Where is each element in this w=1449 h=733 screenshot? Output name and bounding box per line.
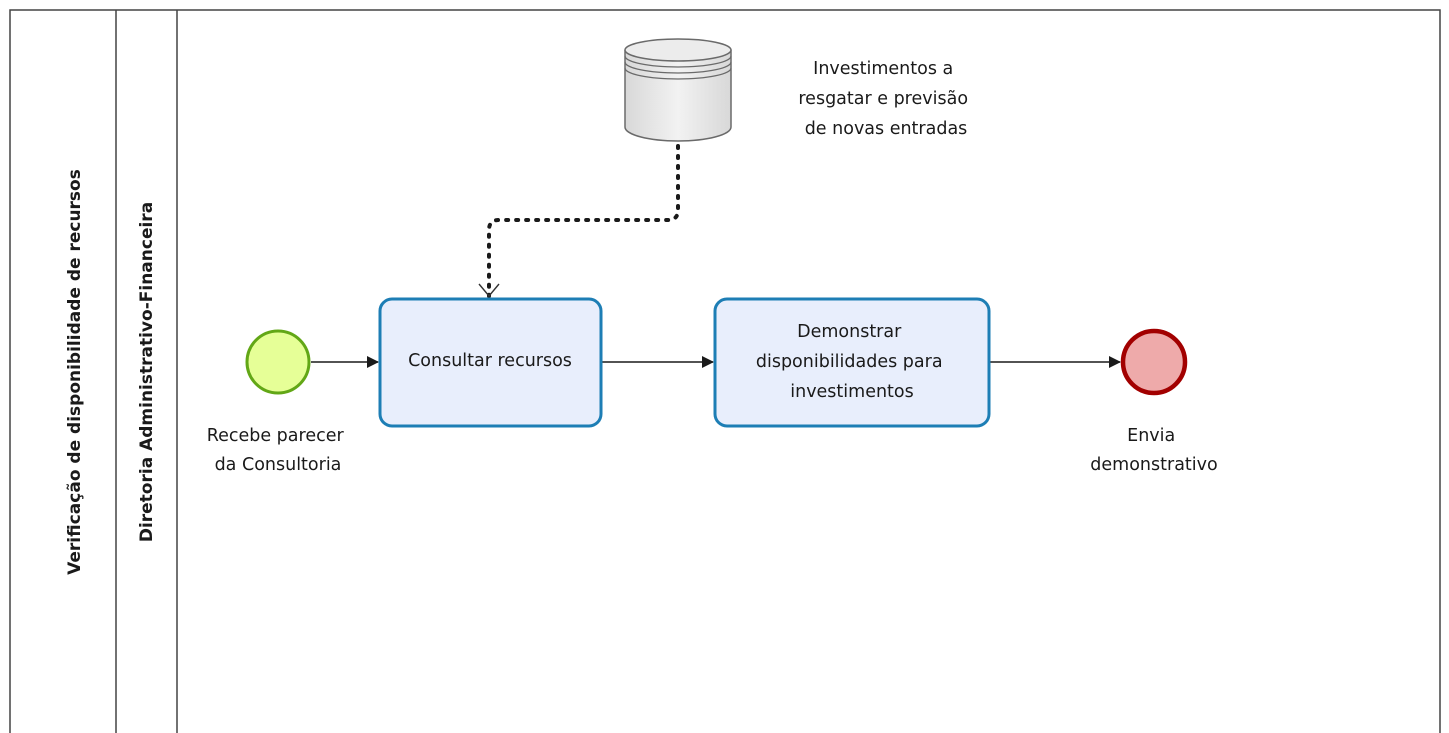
pool-label: Verificação de disponibilidade de recurs… — [65, 169, 85, 575]
pool[interactable] — [9, 9, 1441, 733]
start-event[interactable] — [245, 329, 311, 395]
lane-label: Diretoria Administrativo-Financeira — [137, 202, 157, 542]
data-store[interactable] — [624, 38, 732, 142]
start-event-label: Recebe parecer da Consultoria — [207, 426, 350, 475]
end-event-label: Envia demonstrativo — [1090, 426, 1217, 475]
database-icon — [624, 38, 732, 142]
task-demonstrar-disponibilidades[interactable] — [713, 297, 991, 428]
data-association[interactable] — [478, 144, 680, 298]
data-store-label: Investimentos a resgatar e previsão de n… — [798, 59, 973, 139]
task-demonstrar-disponibilidades-label: Demonstrar disponibilidades para investi… — [756, 322, 948, 402]
end-event[interactable] — [1120, 328, 1188, 396]
task-consultar-recursos-label: Consultar recursos — [408, 351, 572, 371]
association-arrow-icon — [478, 283, 500, 298]
task-consultar-recursos[interactable] — [378, 297, 603, 428]
